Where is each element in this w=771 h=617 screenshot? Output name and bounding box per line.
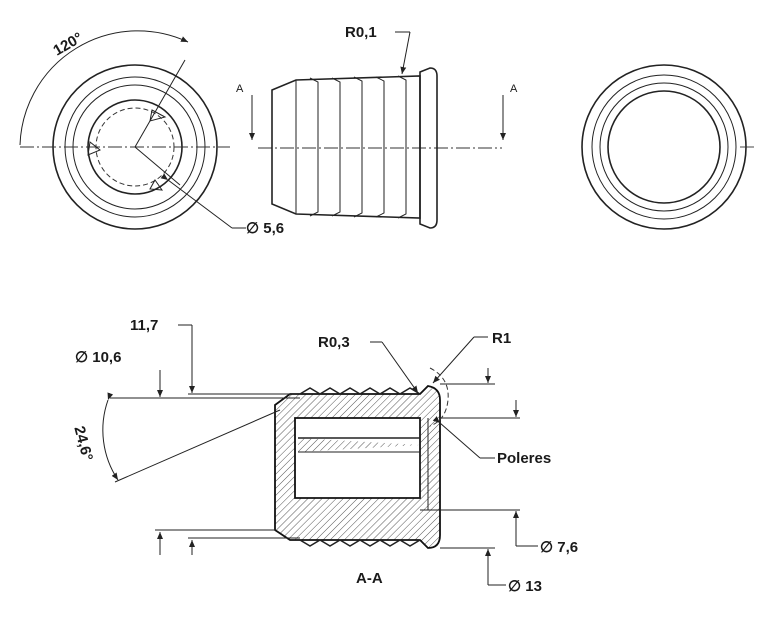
angle-slope-line <box>114 409 281 483</box>
thread-teeth-bottom <box>299 539 421 547</box>
thread-ribs <box>295 75 407 219</box>
dim-label-10-6: ∅ 10,6 <box>75 349 121 366</box>
end-view-left: 120° ∅ 5,6 <box>19 29 284 237</box>
section-view-a-a: 11,7 ∅ 10,6 24,6° R0,3 R1 Poleres ∅ 7,6 <box>70 317 578 595</box>
radius-label-r01: R0,1 <box>345 24 377 41</box>
polish-contour <box>429 367 449 427</box>
diameter-leader <box>160 173 233 229</box>
r01-leader <box>400 31 411 75</box>
flange-outline <box>419 67 438 229</box>
r1-leader <box>432 336 475 384</box>
rib-lower <box>149 179 164 191</box>
section-hatch <box>274 385 441 549</box>
poleres-leader <box>432 416 481 459</box>
rib-section <box>298 438 420 452</box>
right-inner-circle <box>599 82 729 212</box>
dim-label-13: ∅ 13 <box>508 578 542 595</box>
angle-arc-120 <box>19 30 189 146</box>
angle-label-24-6: 24,6° <box>70 424 96 462</box>
r03-leader <box>381 341 419 394</box>
radial-line-lower <box>134 146 181 186</box>
body-outline <box>271 75 421 219</box>
end-view-right <box>581 64 755 230</box>
dim-label-7-6: ∅ 7,6 <box>540 539 578 556</box>
rib-upper <box>149 109 167 122</box>
right-mid-circle <box>591 74 737 220</box>
radius-label-r1: R1 <box>492 330 511 347</box>
angle-label-120: 120° <box>50 29 85 59</box>
angle-arc-24-6 <box>102 392 119 481</box>
polish-note: Poleres <box>497 450 551 467</box>
section-title: A-A <box>356 570 383 587</box>
dim-label-11-7: 11,7 <box>130 317 158 334</box>
right-bore-circle <box>607 90 721 204</box>
radius-label-r03: R0,3 <box>318 334 350 351</box>
diameter-label-5-6: ∅ 5,6 <box>246 220 284 237</box>
side-view: A A R0,1 <box>236 24 518 229</box>
right-outer-circle <box>581 64 747 230</box>
thread-teeth-top <box>299 387 421 395</box>
section-mark-right: A <box>510 83 518 95</box>
radial-line-upper <box>134 59 186 148</box>
rib-left <box>87 141 101 156</box>
section-mark-left: A <box>236 83 244 95</box>
